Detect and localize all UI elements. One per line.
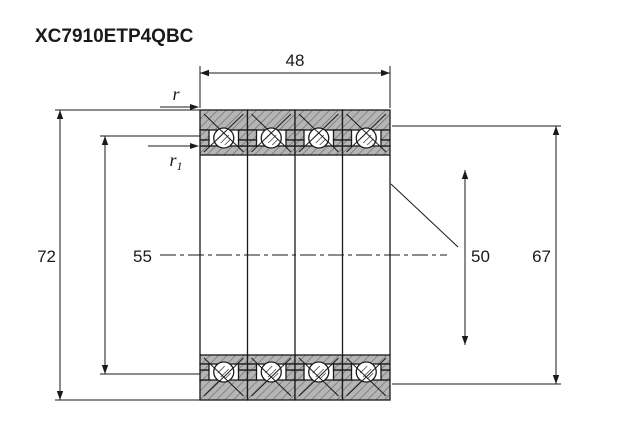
dim-shoulder-55: 55 <box>100 135 200 375</box>
dim-od-value: 72 <box>37 247 56 266</box>
drawing-title: XC7910ETP4QBC <box>35 26 194 47</box>
dim-width-value: 48 <box>286 51 305 70</box>
dim-shoulder-left-value: 55 <box>133 247 152 266</box>
bearing-top-row <box>199 109 391 156</box>
dim-od-72: 72 <box>37 109 200 401</box>
fillet-r1-inner: r1 <box>148 143 199 173</box>
dim-bore-50: 50 <box>390 170 490 345</box>
dim-width-48: 48 <box>199 51 391 108</box>
fillet-r1-inner-label: r1 <box>169 150 182 173</box>
fillet-r-outer-label: r <box>172 84 180 104</box>
fillet-r-outer: r <box>160 84 199 110</box>
dim-shoulder-right-value: 67 <box>532 247 551 266</box>
dim-bore-value: 50 <box>471 247 490 266</box>
dim-shoulder-67: 67 <box>392 125 561 385</box>
bearing-bottom-row <box>199 354 391 401</box>
